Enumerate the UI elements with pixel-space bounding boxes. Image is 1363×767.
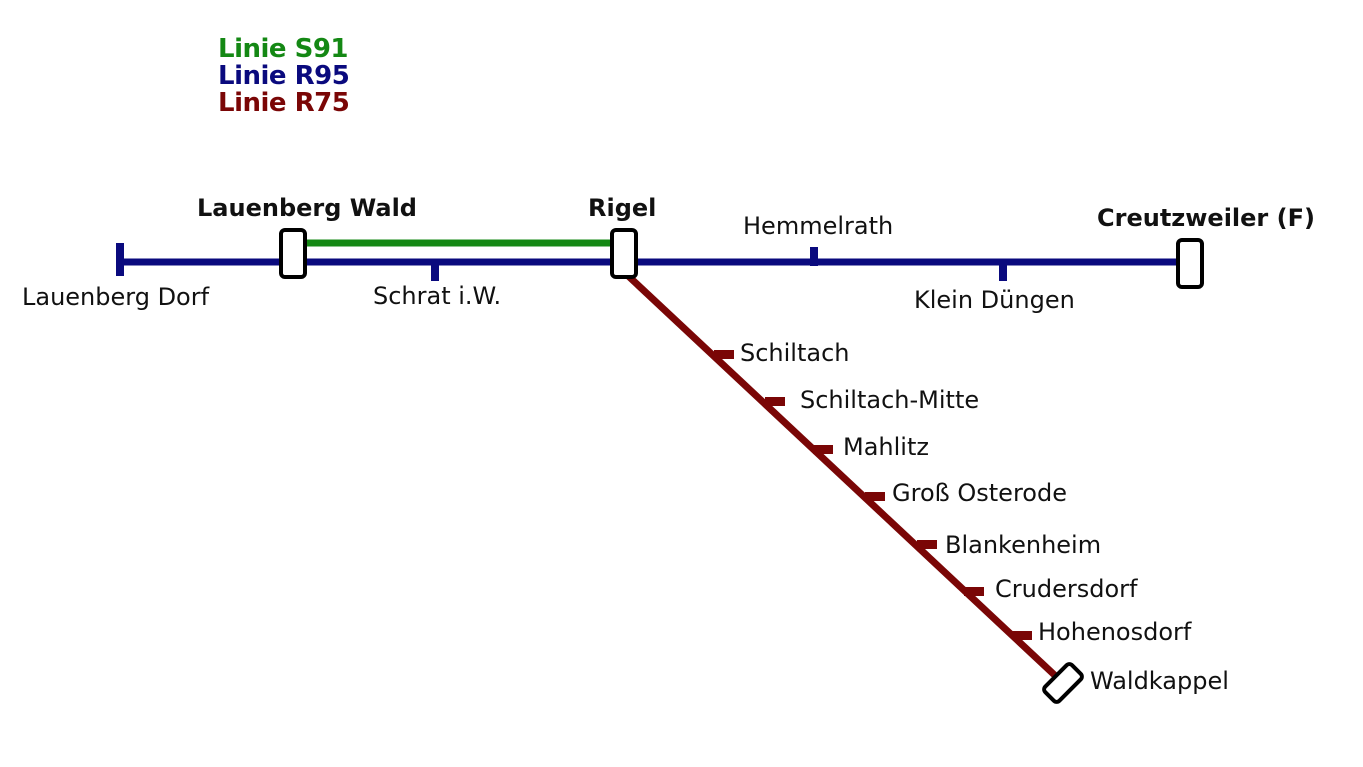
- label-schrat: Schrat i.W.: [373, 282, 501, 310]
- label-lauenberg-wald: Lauenberg Wald: [197, 194, 417, 222]
- station-tick-schiltach: [714, 350, 734, 359]
- legend-item-r75: Linie R75: [218, 88, 350, 118]
- station-tick-schrat: [431, 262, 439, 281]
- station-tick-lauenberg-dorf: [116, 243, 124, 276]
- label-schiltach: Schiltach: [740, 339, 850, 367]
- label-gross-osterode: Groß Osterode: [892, 479, 1067, 507]
- station-node-creutzweiler: [1176, 238, 1204, 289]
- station-tick-schiltach-mitte: [765, 397, 785, 406]
- station-tick-gross-osterode: [865, 492, 885, 501]
- station-tick-crudersdorf: [964, 587, 984, 596]
- station-tick-mahlitz: [813, 445, 833, 454]
- station-tick-hemmelrath: [810, 247, 818, 266]
- label-klein-duengen: Klein Düngen: [914, 286, 1075, 314]
- legend-item-s91: Linie S91: [218, 34, 349, 64]
- label-hemmelrath: Hemmelrath: [743, 212, 893, 240]
- label-hohenosdorf: Hohenosdorf: [1038, 618, 1192, 646]
- label-mahlitz: Mahlitz: [843, 433, 929, 461]
- label-rigel: Rigel: [588, 194, 656, 222]
- label-blankenheim: Blankenheim: [945, 531, 1101, 559]
- label-schiltach-mitte: Schiltach-Mitte: [800, 386, 979, 414]
- legend-item-r95: Linie R95: [218, 61, 350, 91]
- label-lauenberg-dorf: Lauenberg Dorf: [22, 283, 210, 311]
- station-node-waldkappel: [1042, 662, 1084, 704]
- label-waldkappel: Waldkappel: [1090, 667, 1229, 695]
- station-tick-hohenosdorf: [1012, 631, 1032, 640]
- line-r75-track: [621, 269, 1065, 685]
- station-node-rigel: [610, 228, 638, 279]
- line-legend: Linie S91 Linie R95 Linie R75: [218, 34, 350, 118]
- label-creutzweiler: Creutzweiler (F): [1097, 204, 1315, 232]
- station-node-lauenberg-wald: [279, 228, 307, 279]
- station-tick-blankenheim: [917, 540, 937, 549]
- station-tick-klein-duengen: [999, 262, 1007, 281]
- label-crudersdorf: Crudersdorf: [995, 575, 1138, 603]
